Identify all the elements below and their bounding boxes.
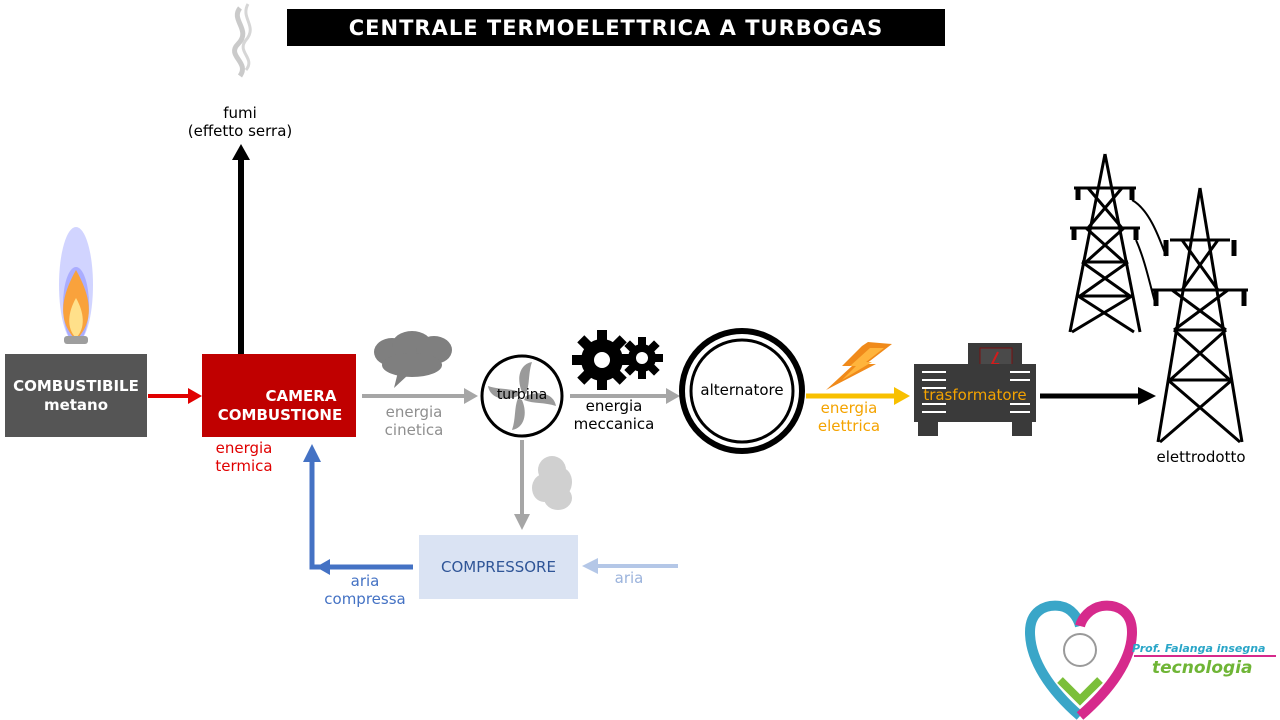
aria-label: aria	[614, 569, 644, 587]
turbina-label: turbina	[496, 387, 548, 403]
diagram-title: CENTRALE TERMOELETTRICA A TURBOGAS	[287, 9, 945, 46]
cinetica-line1: energia	[385, 403, 443, 421]
exhaust-cloud-icon	[374, 331, 452, 388]
logo-line1: Prof. Falanga insegna	[1132, 642, 1266, 655]
air-intake-arrow	[582, 558, 678, 574]
chamber-line1: CAMERA	[265, 386, 337, 405]
electric-arrow	[806, 387, 910, 405]
pylon-icon	[1068, 153, 1248, 444]
energia-cinetica-label: energia cinetica	[376, 403, 452, 439]
energia-termica-label: energia termica	[206, 439, 282, 475]
fuel-line1: COMBUSTIBILE	[13, 376, 139, 395]
chamber-line2: COMBUSTIONE	[217, 405, 343, 424]
mechanical-arrow	[570, 388, 680, 404]
energia-elettrica-label: energia elettrica	[810, 399, 888, 435]
alternator-icon	[679, 328, 805, 454]
compressore-label: COMPRESSORE	[441, 557, 556, 576]
fuel-arrow	[148, 388, 202, 404]
air-cloud-icon	[532, 456, 572, 510]
fuel-box: COMBUSTIBILE metano	[5, 354, 147, 437]
alternatore-label: alternatore	[700, 381, 784, 399]
aria-compressa-label: aria compressa	[316, 572, 414, 608]
compressed-air-arrow	[303, 444, 413, 575]
fumi-line1: fumi	[223, 104, 257, 122]
energia-meccanica-label: energia meccanica	[568, 397, 660, 433]
transformer-icon	[914, 343, 1036, 436]
elettrica-line1: energia	[820, 399, 878, 417]
meccanica-line2: meccanica	[573, 415, 655, 433]
gears-icon	[572, 330, 663, 390]
turbine-icon	[480, 354, 564, 438]
fuel-line2: metano	[43, 395, 109, 414]
compressa-line2: compressa	[324, 590, 406, 608]
kinetic-arrow	[362, 388, 478, 404]
elettrodotto-label: elettrodotto	[1156, 448, 1246, 466]
turbine-to-compressor-arrow	[514, 440, 530, 530]
logo-line2: tecnologia	[1152, 658, 1253, 678]
compressor-box: COMPRESSORE	[419, 535, 578, 599]
combustion-chamber-box: CAMERA COMBUSTIONE	[202, 354, 356, 437]
grid-arrow	[1040, 387, 1156, 405]
trasformatore-label: trasformatore	[923, 386, 1027, 404]
smoke-icon	[232, 3, 252, 78]
termica-line1: energia	[215, 439, 273, 457]
logo-icon	[1024, 600, 1276, 720]
elettrica-line2: elettrica	[817, 417, 881, 435]
termica-line2: termica	[215, 457, 273, 475]
compressa-line1: aria	[350, 572, 380, 590]
fumi-label: fumi (effetto serra)	[172, 104, 308, 140]
fumi-arrow	[232, 144, 250, 354]
lightning-icon	[826, 342, 892, 390]
meccanica-line1: energia	[585, 397, 643, 415]
fumi-line2: (effetto serra)	[187, 122, 293, 140]
cinetica-line2: cinetica	[384, 421, 444, 439]
gas-flame-icon	[59, 227, 93, 344]
